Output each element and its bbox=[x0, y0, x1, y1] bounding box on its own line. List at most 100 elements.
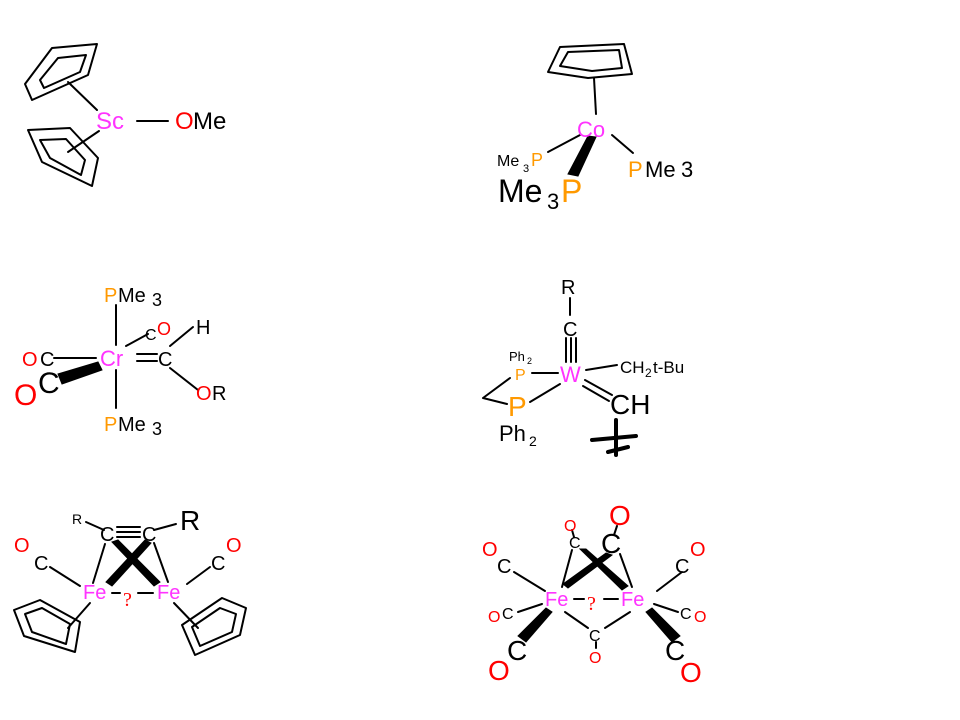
carbon-label: C bbox=[142, 524, 156, 546]
metal-label: Fe bbox=[157, 582, 180, 604]
carbon-label: C bbox=[507, 635, 527, 666]
carbon-label: C bbox=[38, 367, 60, 400]
oxygen-label: O bbox=[14, 379, 37, 412]
bond-c-fe-top-left-1 bbox=[561, 549, 573, 588]
wedge-c-fe-top-1 bbox=[578, 548, 629, 591]
phenyl-label: Ph bbox=[499, 421, 526, 446]
phosphorus-label: P bbox=[531, 150, 543, 170]
subscript: 2 bbox=[527, 356, 532, 366]
methyl-label: Me bbox=[498, 173, 542, 209]
metal-label: Co bbox=[577, 117, 605, 142]
bond-co-mr bbox=[653, 603, 679, 613]
bond-fe-c-bottom-right bbox=[604, 611, 631, 629]
bond-cr-co-top bbox=[125, 333, 149, 347]
bond-fe-cp-right bbox=[173, 602, 199, 629]
oxygen-label: O bbox=[564, 518, 576, 535]
bond-co-top-small bbox=[571, 529, 575, 538]
carbon-label: C bbox=[145, 327, 157, 344]
structure-fe-alkyne-complex: R C C R O C C O Fe ? Fe bbox=[13, 505, 247, 656]
methyl-label: Me bbox=[645, 157, 676, 182]
bond-co-ul bbox=[513, 571, 546, 592]
cyclopentadienyl-bottom-icon bbox=[27, 127, 99, 187]
metal-label: Cr bbox=[100, 346, 123, 371]
metal-label: Sc bbox=[96, 108, 124, 135]
bond-c-r bbox=[153, 523, 177, 531]
bond-c-fe-top-right bbox=[619, 553, 633, 588]
oxygen-label: O bbox=[22, 349, 38, 371]
bond-c-fe-left-1 bbox=[92, 543, 106, 584]
r-group-label: R bbox=[180, 505, 200, 536]
methyl-label: Me bbox=[497, 153, 519, 170]
bond-fe-c-bottom-left bbox=[564, 611, 589, 629]
oxygen-label: O bbox=[690, 539, 706, 561]
methyl-label: Me bbox=[193, 108, 226, 135]
cyclopentadienyl-co-icon bbox=[547, 43, 633, 79]
bond-co-p-right bbox=[611, 134, 634, 154]
bond-co-fe-left bbox=[49, 566, 81, 587]
cyclopentadienyl-top-icon bbox=[24, 43, 98, 101]
oxygen-label: O bbox=[680, 657, 702, 688]
structure-cr-complex: P Me 3 C O H O C Cr C C O O R P Me 3 bbox=[14, 285, 226, 439]
metal-label: Fe bbox=[545, 589, 568, 611]
bond-cp-sc-top bbox=[67, 81, 98, 111]
oxygen-label: O bbox=[226, 535, 242, 557]
bond-co-top-big bbox=[613, 525, 618, 536]
oxygen-label: O bbox=[488, 609, 500, 626]
carbon-label: C bbox=[569, 535, 581, 552]
wedge-co-p-front bbox=[567, 135, 597, 177]
bond-co-ur bbox=[656, 571, 683, 592]
bond-co-p-left bbox=[547, 134, 581, 153]
carbon-label: C bbox=[665, 635, 685, 666]
bond-w-p-bottom bbox=[529, 383, 561, 403]
carbon-label: C bbox=[589, 628, 601, 645]
cyclopentadienyl-right-icon bbox=[181, 597, 247, 656]
unknown-bond-label: ? bbox=[587, 593, 596, 615]
wedge-c-fe-right bbox=[111, 539, 161, 587]
hydrogen-label: H bbox=[196, 317, 210, 339]
bond-co-fe-right bbox=[186, 566, 211, 585]
subscript: 3 bbox=[152, 419, 162, 439]
phosphorus-label: P bbox=[561, 173, 582, 209]
methyl-label: Me bbox=[118, 285, 146, 307]
wedge-co-br bbox=[645, 607, 681, 643]
bond-c-fe-right-2 bbox=[153, 542, 169, 583]
oxygen-label: O bbox=[589, 650, 601, 667]
bond-w-ch-double-2 bbox=[582, 385, 610, 402]
metal-label: W bbox=[560, 362, 581, 387]
structure-w-complex: R C Ph 2 P W CH 2 t-Bu P CH Ph 2 bbox=[482, 277, 684, 457]
structure-fe2-co9-complex: O O C C O C C O O C Fe ? Fe C O C C C O … bbox=[482, 500, 706, 688]
bond-c-or bbox=[169, 367, 199, 391]
wedge-co-bl bbox=[517, 607, 553, 643]
carbon-label: C bbox=[680, 606, 692, 623]
carbon-label: C bbox=[34, 553, 48, 575]
structure-sc-complex: Sc O Me bbox=[24, 43, 226, 187]
metal-label: Fe bbox=[83, 582, 106, 604]
r-group-label: R bbox=[72, 511, 82, 527]
structure-co-complex: Co Me 3 P P Me 3 Me 3 P bbox=[497, 43, 693, 214]
bond-w-ch2 bbox=[585, 364, 618, 371]
oxygen-label: O bbox=[196, 383, 212, 405]
carbon-label: C bbox=[675, 556, 689, 578]
methylidyne-label: CH bbox=[610, 389, 650, 420]
subscript: 3 bbox=[681, 157, 693, 182]
oxygen-label: O bbox=[175, 108, 194, 135]
oxygen-label: O bbox=[14, 535, 30, 557]
carbon-label: C bbox=[211, 553, 225, 575]
oxygen-label: O bbox=[157, 319, 171, 339]
carbon-label: C bbox=[601, 528, 621, 559]
subscript: 2 bbox=[645, 366, 652, 380]
carbon-label: C bbox=[40, 349, 54, 371]
subscript: 2 bbox=[529, 433, 537, 449]
carbon-label: C bbox=[100, 524, 114, 546]
bond-chelate-backbone bbox=[482, 377, 511, 405]
r-group-label: R bbox=[561, 277, 575, 299]
wedge-c-fe-top-2 bbox=[562, 552, 614, 589]
phenyl-label: Ph bbox=[509, 349, 525, 364]
subscript: 3 bbox=[152, 290, 162, 310]
unknown-bond-label: ? bbox=[123, 589, 132, 611]
carbon-label: C bbox=[497, 556, 511, 578]
methyl-label: Me bbox=[118, 414, 146, 436]
metal-label: Fe bbox=[621, 589, 644, 611]
oxygen-label: O bbox=[488, 655, 510, 686]
